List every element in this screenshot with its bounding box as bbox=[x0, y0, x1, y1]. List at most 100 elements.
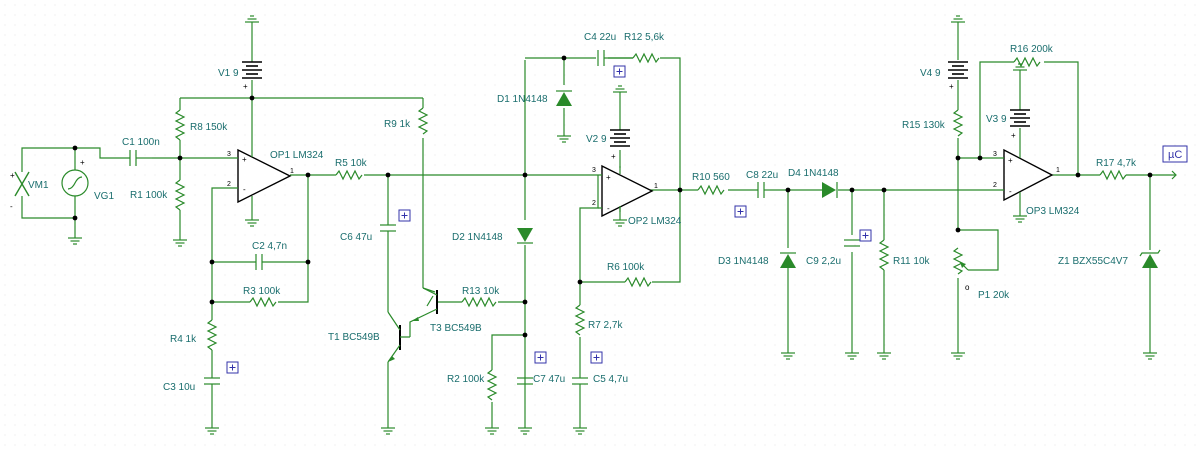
resistor-r2[interactable] bbox=[486, 369, 498, 401]
transistor-t1[interactable] bbox=[387, 311, 410, 363]
uc-label: µC bbox=[1168, 149, 1182, 161]
resistor-r13[interactable] bbox=[461, 296, 497, 308]
probe-marker bbox=[859, 229, 872, 242]
opamp-op1[interactable]: + - 3 2 1 bbox=[227, 148, 294, 204]
op1-pin1: 1 bbox=[290, 168, 294, 175]
op2-pin1: 1 bbox=[654, 183, 658, 190]
diode-d2[interactable] bbox=[517, 228, 533, 244]
c9-label: C9 2,2u bbox=[806, 256, 841, 267]
op2-plus-input: + bbox=[606, 173, 611, 182]
resistor-r9[interactable] bbox=[417, 107, 429, 135]
signal-generator-vg1[interactable]: + bbox=[61, 158, 89, 208]
z1-label: Z1 BZX55C4V7 bbox=[1058, 256, 1128, 267]
zener-z1[interactable] bbox=[1139, 249, 1161, 268]
battery-v1[interactable]: + bbox=[242, 61, 262, 91]
r10-label: R10 560 bbox=[692, 172, 730, 183]
potentiometer-p1[interactable]: o bbox=[952, 247, 970, 292]
c3-label: C3 10u bbox=[163, 382, 195, 393]
d2-label: D2 1N4148 bbox=[452, 232, 503, 243]
r7-label: R7 2,7k bbox=[588, 320, 623, 331]
op1-pin2: 2 bbox=[227, 181, 231, 188]
probe-marker bbox=[590, 351, 603, 364]
op2-label: OP2 LM324 bbox=[628, 216, 682, 227]
r1-label: R1 100k bbox=[130, 190, 168, 201]
d1-label: D1 1N4148 bbox=[497, 94, 548, 105]
t3-label: T3 BC549B bbox=[430, 323, 482, 334]
diode-d4[interactable] bbox=[822, 182, 838, 198]
op1-plus-input: + bbox=[242, 155, 247, 164]
resistor-r10[interactable] bbox=[697, 184, 725, 196]
v2-plus-sign: + bbox=[611, 152, 616, 161]
capacitor-c3[interactable] bbox=[204, 377, 220, 398]
op2-pin2: 2 bbox=[592, 200, 596, 207]
r4-label: R4 1k bbox=[170, 334, 197, 345]
r11-label: R11 10k bbox=[893, 256, 931, 267]
op2-pin3: 3 bbox=[592, 167, 596, 174]
transistor-t3[interactable] bbox=[409, 287, 438, 337]
output-terminal[interactable]: µC bbox=[1162, 145, 1188, 180]
vm1-minus-sign: - bbox=[10, 202, 13, 211]
resistor-r1[interactable] bbox=[174, 179, 186, 211]
op3-pin1: 1 bbox=[1056, 167, 1060, 174]
op3-minus-input: - bbox=[1009, 187, 1012, 196]
battery-v3[interactable]: + bbox=[1010, 109, 1030, 140]
c1-label: C1 100n bbox=[122, 137, 160, 148]
probe-marker bbox=[613, 65, 626, 78]
r5-label: R5 10k bbox=[335, 158, 368, 169]
resistor-r6[interactable] bbox=[624, 276, 652, 288]
vg1-plus-sign: + bbox=[80, 158, 85, 167]
resistor-r12[interactable] bbox=[632, 52, 660, 64]
diode-d1[interactable] bbox=[556, 90, 572, 106]
capacitor-c2[interactable] bbox=[237, 254, 263, 270]
resistor-r16[interactable] bbox=[1013, 56, 1041, 68]
op3-pin2: 2 bbox=[993, 182, 997, 189]
battery-v4[interactable]: + bbox=[948, 61, 968, 91]
capacitor-c9[interactable] bbox=[844, 239, 860, 247]
capacitor-c8[interactable] bbox=[757, 182, 770, 198]
opamp-op3[interactable]: + - 3 2 1 bbox=[993, 148, 1060, 202]
v4-label: V4 9 bbox=[920, 68, 941, 79]
p1-wiper-mark: o bbox=[965, 283, 970, 292]
r12-label: R12 5,6k bbox=[624, 32, 665, 43]
resistor-r17[interactable] bbox=[1099, 169, 1127, 181]
capacitor-c4[interactable] bbox=[597, 50, 633, 66]
capacitor-c1[interactable] bbox=[129, 150, 152, 166]
capacitor-c5[interactable] bbox=[572, 377, 588, 398]
r6-label: R6 100k bbox=[607, 262, 645, 273]
diode-d3[interactable] bbox=[780, 252, 796, 268]
resistor-r3[interactable] bbox=[249, 296, 277, 308]
c7-label: C7 47u bbox=[533, 374, 565, 385]
op3-pin3: 3 bbox=[993, 151, 997, 158]
v4-plus-sign: + bbox=[949, 82, 954, 91]
resistor-r8[interactable] bbox=[174, 109, 186, 141]
resistor-r4[interactable] bbox=[206, 319, 218, 351]
resistor-r11[interactable] bbox=[878, 239, 890, 271]
r17-label: R17 4,7k bbox=[1096, 158, 1137, 169]
r16-label: R16 200k bbox=[1010, 44, 1054, 55]
v3-plus-sign: + bbox=[1011, 131, 1016, 140]
battery-v2[interactable]: + bbox=[610, 129, 630, 161]
v3-label: V3 9 bbox=[986, 114, 1007, 125]
resistor-r5[interactable] bbox=[335, 169, 363, 181]
c8-label: C8 22u bbox=[746, 170, 778, 181]
r13-label: R13 10k bbox=[462, 286, 500, 297]
v1-label: V1 9 bbox=[218, 68, 239, 79]
junctions bbox=[72, 55, 1153, 338]
v2-label: V2 9 bbox=[586, 134, 607, 145]
op3-plus-input: + bbox=[1008, 156, 1013, 165]
c2-label: C2 4,7n bbox=[252, 241, 287, 252]
resistor-r7[interactable] bbox=[574, 304, 586, 336]
probe-marker bbox=[226, 361, 239, 374]
r2-label: R2 100k bbox=[447, 374, 485, 385]
t1-label: T1 BC549B bbox=[328, 332, 380, 343]
capacitor-c6[interactable] bbox=[380, 224, 396, 245]
resistor-r15[interactable] bbox=[952, 109, 964, 137]
voltmeter-vm1[interactable]: + - bbox=[10, 158, 30, 211]
v1-plus-sign: + bbox=[243, 82, 248, 91]
opamp-op2[interactable]: + - 3 2 1 bbox=[592, 164, 658, 218]
capacitor-c7[interactable] bbox=[517, 377, 533, 385]
op3-label: OP3 LM324 bbox=[1026, 206, 1080, 217]
d4-label: D4 1N4148 bbox=[788, 168, 839, 179]
